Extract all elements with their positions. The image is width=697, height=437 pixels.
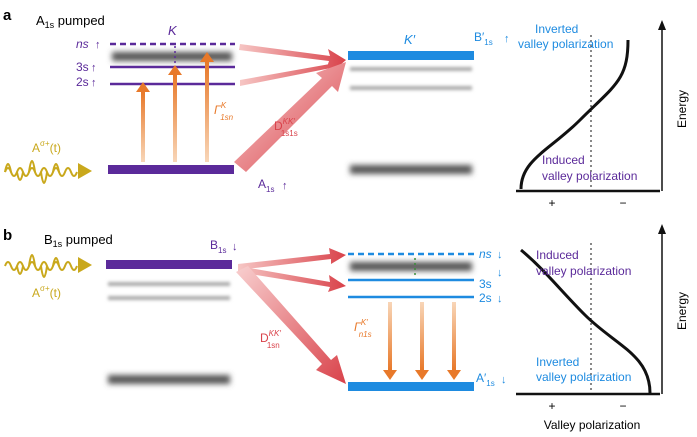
valley-polarization-xlabel: Valley polarization: [544, 418, 641, 432]
up-arrow-icon: ↑: [95, 39, 101, 51]
label-3s-a: 3s: [76, 60, 89, 74]
minus-label-a: −: [619, 196, 626, 210]
down-arrow-icon: ↓: [497, 293, 503, 305]
transfer-arrow-b-2s: [238, 266, 346, 292]
D-label-b: DKK′1sn: [260, 329, 281, 350]
level-blurred-Kp-b: [350, 262, 472, 271]
panel-b-label: b: [3, 227, 12, 244]
plus-label-a: +: [548, 196, 555, 210]
valley-Kp-label: K′: [404, 32, 416, 47]
transfer-arrow-b-ns: [238, 248, 346, 270]
panel-a-title: A1s pumped: [36, 13, 105, 30]
down-arrow-icon: ↓: [232, 241, 238, 253]
label-ns-b: ns: [479, 247, 492, 261]
up-arrow-icon: ↑: [504, 33, 510, 45]
level-1s-K: [108, 165, 234, 174]
level-blurred-K-b1: [108, 282, 230, 286]
label-Ap1s: A′1s: [476, 371, 495, 388]
up-arrow-icon: ↑: [91, 77, 97, 89]
gamma-label-b: ΓK′n1s: [354, 318, 372, 339]
level-A1s-Kp: [348, 382, 474, 391]
polar-bot-b-2: valley polarization: [536, 370, 631, 384]
level-blurred-Kp-a3: [350, 165, 472, 174]
label-2s-b: 2s: [479, 291, 492, 305]
polarization-curve-b: [520, 248, 652, 394]
valley-K-label: K: [168, 23, 178, 38]
up-arrow-icon: ↑: [91, 62, 97, 74]
energy-label-a: Energy: [675, 90, 689, 128]
label-B1s: B1s: [210, 238, 226, 255]
polar-bot-b-1: Inverted: [536, 355, 579, 369]
excitation-arrows-a: [136, 52, 214, 162]
down-arrow-icon: ↓: [501, 374, 507, 386]
polar-bot-a-2: valley polarization: [542, 169, 637, 183]
transfer-arrow-b-1s: [236, 266, 346, 384]
level-blurred-K-b2: [108, 296, 230, 300]
minus-label-b: −: [619, 399, 626, 413]
polar-top-a-2: valley polarization: [518, 37, 613, 51]
level-blurred-K-b3: [108, 375, 230, 384]
level-blurred-Kp-a1: [350, 67, 472, 71]
polar-top-a-1: Inverted: [535, 22, 578, 36]
D-label-a: DKK′1s1s: [274, 117, 298, 138]
plus-label-b: +: [548, 399, 555, 413]
energy-label-b: Energy: [675, 292, 689, 330]
panel-a-label: a: [3, 7, 12, 24]
label-ns-a: ns: [76, 37, 89, 51]
energy-arrow-icon: [658, 20, 666, 30]
pump-arrow-icon: [78, 257, 92, 273]
polar-bot-a-1: Induced: [542, 153, 585, 167]
label-A1s: A1s: [258, 177, 274, 194]
level-blurred-Kp-a2: [350, 86, 472, 90]
pump-label-b: Aσ+(t): [32, 284, 61, 300]
level-blurred-K: [112, 52, 232, 61]
transfer-arrow-ns: [239, 44, 346, 67]
polarization-plot-b: + − Induced valley polarization Inverted…: [516, 224, 689, 432]
transfer-arrow-1s: [234, 62, 346, 172]
down-arrow-icon: ↓: [497, 267, 503, 279]
polarization-curve-a: [519, 39, 630, 190]
polarization-plot-a: + − Inverted valley polarization Induced…: [516, 20, 689, 210]
polar-top-b-1: Induced: [536, 248, 579, 262]
down-arrow-icon: ↓: [497, 249, 503, 261]
relaxation-arrows-b: [383, 302, 461, 380]
label-3s-b: 3s: [479, 277, 492, 291]
transfer-arrow-2s: [240, 58, 346, 86]
pump-arrow-icon: [78, 163, 92, 179]
energy-arrow-icon: [658, 224, 666, 234]
label-2s-a: 2s: [76, 75, 89, 89]
polar-top-b-2: valley polarization: [536, 264, 631, 278]
panel-b-title: B1s pumped: [44, 232, 113, 249]
up-arrow-icon: ↑: [282, 180, 288, 192]
panel-b: b B1s pumped Aσ+(t) B1s ↓ DKK′1sn ns ↓ ↓…: [3, 224, 689, 432]
pump-label-a: Aσ+(t): [32, 139, 61, 155]
level-1s-Kp-a: [348, 51, 474, 60]
level-B1s-K: [106, 260, 232, 269]
label-Bp1s: B′1s: [474, 30, 493, 47]
